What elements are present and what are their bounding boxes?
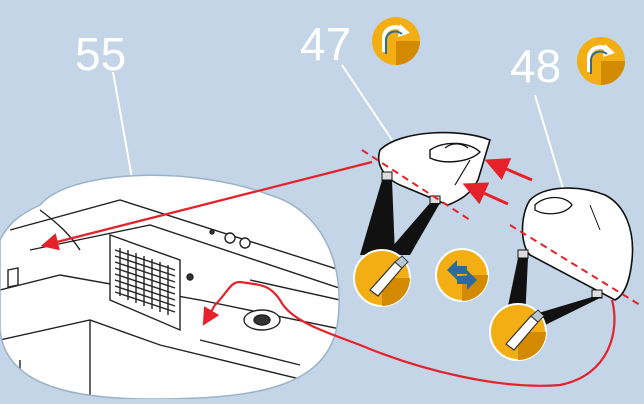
cutter-knife-icon (354, 250, 410, 306)
part-47-canopy-piece (379, 133, 490, 205)
swap-arrows-icon (436, 249, 488, 301)
part-48-canopy-piece (518, 188, 633, 300)
cutter-knife-icon (490, 304, 546, 360)
step-47-rotate-badge (372, 17, 420, 65)
sprue-gate (382, 172, 392, 180)
fuselage-detail-bubble (0, 175, 345, 399)
leader-line-47 (342, 65, 392, 140)
step-48-rotate-badge (577, 37, 625, 85)
sprue-gate (592, 290, 602, 298)
step-number-47: 47 (300, 18, 351, 70)
step-number-48: 48 (510, 40, 561, 92)
part-number-55: 55 (75, 28, 126, 80)
sprue-gate (518, 250, 528, 258)
